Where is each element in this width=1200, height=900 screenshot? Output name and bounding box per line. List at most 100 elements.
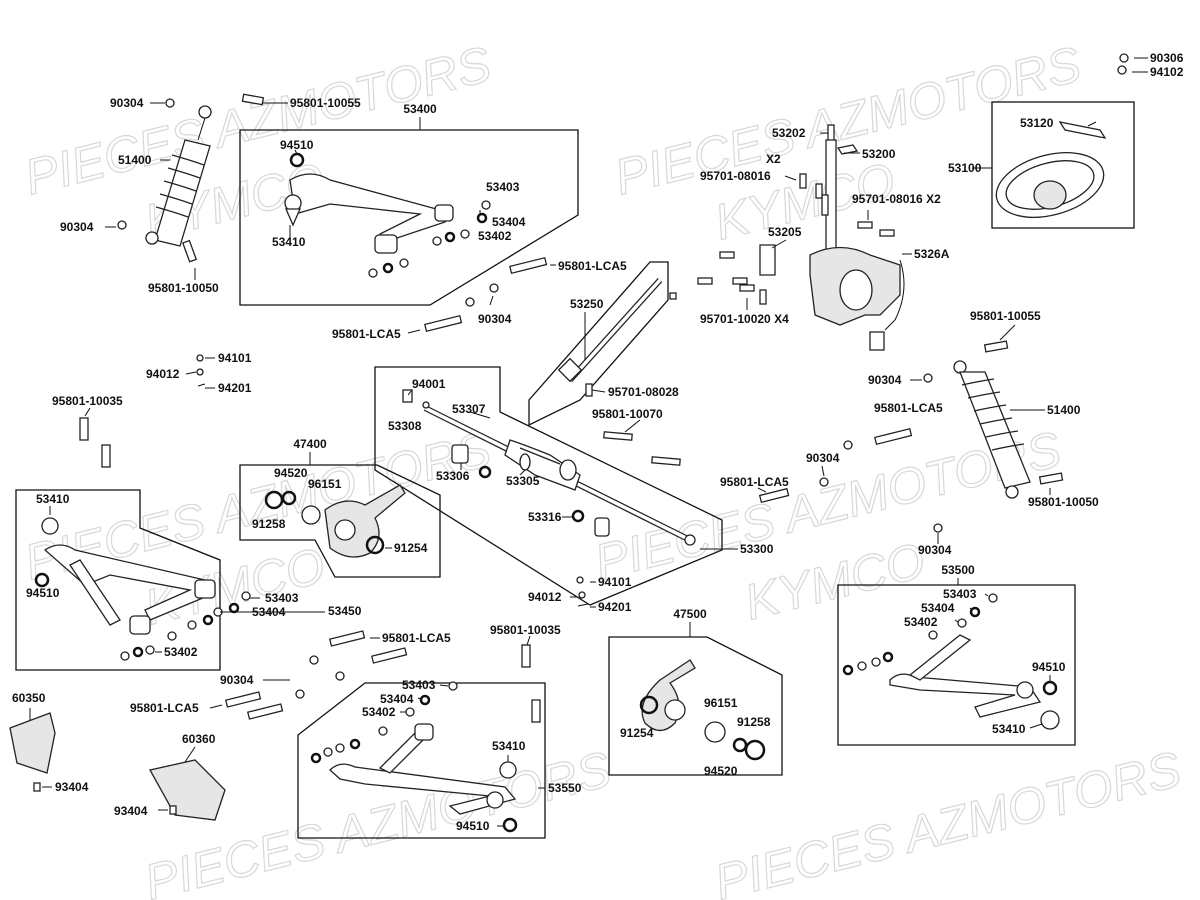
part-label-94101: 94101	[598, 575, 632, 589]
part-label-51400: 51400	[1047, 403, 1081, 417]
part-label-90304: 90304	[60, 220, 94, 234]
nut-90304-i	[295, 689, 305, 699]
washer-u	[842, 664, 854, 676]
part-label-90304: 90304	[868, 373, 902, 387]
part-label-94510: 94510	[280, 138, 314, 152]
boot-b	[594, 517, 610, 537]
part-label-5326A: 5326A	[914, 247, 950, 261]
group-box-53450	[15, 489, 221, 671]
group-label-53300: 53300	[740, 542, 774, 556]
washer-53402-b	[132, 646, 144, 658]
nut-94012-b	[578, 591, 586, 599]
part-label-91258: 91258	[737, 715, 771, 729]
bolt-95801-10035-b	[101, 444, 111, 468]
washer-b	[432, 236, 442, 246]
part-label-53403: 53403	[486, 180, 520, 194]
part-label-90306: 90306	[1150, 51, 1184, 65]
part-label-95701-10020-x4: 95701-10020 X4	[700, 312, 789, 326]
washer-m	[349, 738, 361, 750]
part-label-53403: 53403	[943, 587, 977, 601]
pin-94101-b	[576, 576, 584, 584]
bushing-53403-a	[481, 200, 491, 210]
part-label-94510: 94510	[456, 819, 490, 833]
part-label-53404: 53404	[380, 692, 414, 706]
group-box-53100	[991, 101, 1135, 229]
washer-94102	[1117, 65, 1127, 75]
bolt-a	[719, 251, 735, 259]
leader-lines	[29, 57, 1148, 827]
part-label-53307: 53307	[452, 402, 486, 416]
bolt-c	[732, 277, 748, 285]
washer-n	[335, 743, 345, 753]
boot-53306	[451, 444, 469, 464]
bolt-95801-LCA5-b	[424, 314, 463, 333]
upper-arm-53400	[284, 173, 454, 254]
part-label-x2: X2	[766, 152, 781, 166]
clamp	[478, 465, 492, 479]
part-label-96151: 96151	[308, 477, 342, 491]
part-label-53120: 53120	[1020, 116, 1054, 130]
part-label-95801-10035: 95801-10035	[490, 623, 561, 637]
washer-g	[202, 614, 214, 626]
part-label-53402: 53402	[362, 705, 396, 719]
part-label-53410: 53410	[36, 492, 70, 506]
part-label-91254: 91254	[620, 726, 654, 740]
bolt-95801-LCA5-a	[509, 256, 548, 275]
bolt-95801-LCA5-e1	[328, 630, 366, 647]
skid-plate-60360	[149, 759, 226, 821]
nut-90304-a	[165, 98, 175, 108]
part-label-53410: 53410	[272, 235, 306, 249]
group-box-47400	[239, 464, 441, 578]
group-box-47500	[608, 636, 783, 776]
part-label-90304: 90304	[220, 673, 254, 687]
seal-53404-c	[419, 694, 431, 706]
part-label-60360: 60360	[182, 732, 216, 746]
part-label-53404: 53404	[492, 215, 526, 229]
part-label-53308: 53308	[388, 419, 422, 433]
part-label-94012: 94012	[146, 367, 180, 381]
shock-absorber-left	[145, 105, 212, 247]
part-label-95801-LCA5: 95801-LCA5	[332, 327, 401, 341]
watermark-text: PIECES AZMOTORS	[709, 741, 1186, 900]
bolt-b	[697, 277, 713, 285]
bolt-95801-10050-a	[181, 239, 198, 263]
bolt-d	[759, 289, 767, 305]
part-label-94102: 94102	[1150, 65, 1184, 79]
part-label-95801-LCA5: 95801-LCA5	[558, 259, 627, 273]
bearing-94520-a	[264, 490, 284, 510]
part-label-93404: 93404	[55, 780, 89, 794]
group-box-53250	[528, 261, 669, 427]
bolt-95801-10035-c	[521, 644, 531, 668]
bolt-93404-a	[33, 782, 41, 792]
washer-l	[378, 726, 388, 736]
power-steering-unit-5326A	[809, 246, 905, 351]
washer-h	[187, 620, 197, 630]
washer-r	[882, 651, 894, 663]
washer-o	[323, 747, 333, 757]
bolt-95801-10070-b	[651, 456, 681, 466]
part-label-94520: 94520	[704, 764, 738, 778]
group-label-47400: 47400	[293, 437, 327, 451]
part-label-53404: 53404	[252, 605, 286, 619]
washer-t	[857, 661, 867, 671]
bolt-95801-LCA5-e2	[370, 647, 408, 664]
bearing-96151-a	[301, 505, 321, 525]
nut-90304-j	[335, 671, 345, 681]
seal-91254-b	[639, 695, 659, 715]
part-label-95701-08028: 95701-08028	[608, 385, 679, 399]
part-label-53202: 53202	[772, 126, 806, 140]
nut-90304-h	[309, 655, 319, 665]
pin-94101-a	[196, 354, 204, 362]
part-label-53205: 53205	[768, 225, 802, 239]
part-label-94520: 94520	[274, 466, 308, 480]
nut-90306	[1119, 53, 1129, 63]
washer-j	[120, 651, 130, 661]
part-label-95701-08016-x2: 95701-08016 X2	[852, 192, 941, 206]
part-label-53306: 53306	[436, 469, 470, 483]
part-label-90304: 90304	[806, 451, 840, 465]
washer-a	[444, 231, 456, 243]
part-label-95801-LCA5: 95801-LCA5	[130, 701, 199, 715]
seal-53404-d	[969, 606, 981, 618]
